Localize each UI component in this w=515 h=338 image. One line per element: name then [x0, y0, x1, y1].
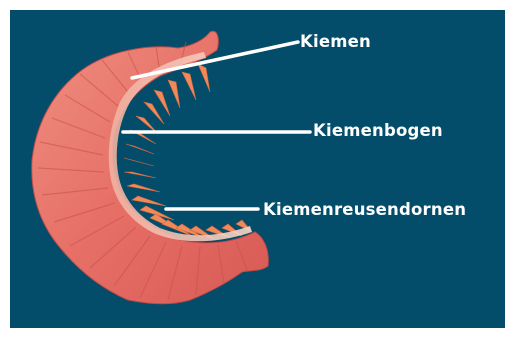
- label-gill-arch: Kiemenbogen: [313, 123, 443, 140]
- gill-rakers: [124, 64, 252, 240]
- diagram-panel: Kiemen Kiemenbogen Kiemenreusendornen: [10, 10, 505, 328]
- label-gill-rakers: Kiemenreusendornen: [263, 202, 466, 219]
- gill-arch-illustration: [10, 10, 505, 328]
- label-gills: Kiemen: [300, 34, 371, 51]
